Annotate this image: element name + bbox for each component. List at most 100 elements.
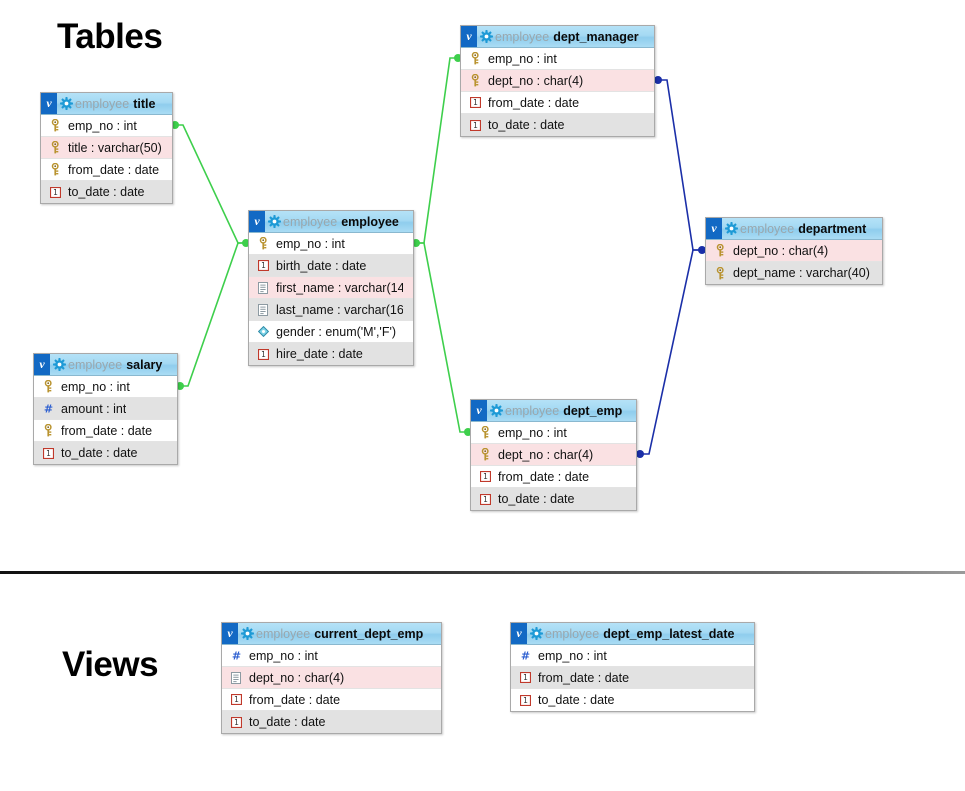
entity-table-name: dept_emp_latest_date (603, 626, 735, 641)
field-row[interactable]: last_name : varchar(16) (249, 299, 413, 321)
field-label: to_date : date (498, 492, 575, 506)
connector-dept_manager-department (655, 79, 705, 251)
svg-text:1: 1 (483, 495, 488, 504)
gear-icon (57, 93, 75, 114)
svg-text:1: 1 (483, 472, 488, 481)
field-label: to_date : date (538, 693, 615, 707)
field-row[interactable]: emp_no : int (34, 376, 177, 398)
view-badge-icon: v (34, 354, 50, 375)
field-row[interactable]: 1 to_date : date (471, 488, 636, 510)
key-icon (255, 236, 271, 252)
view-badge-icon: v (41, 93, 57, 114)
field-row[interactable]: gender : enum('M','F') (249, 321, 413, 343)
date-icon: 1 (255, 258, 271, 274)
connector-title-employee (173, 124, 248, 244)
field-label: dept_name : varchar(40) (733, 266, 870, 280)
field-label: birth_date : date (276, 258, 367, 273)
view-badge-icon: v (461, 26, 477, 47)
field-row[interactable]: dept_no : char(4) (706, 240, 882, 262)
field-row[interactable]: dept_name : varchar(40) (706, 262, 882, 284)
field-row[interactable]: 1 birth_date : date (249, 255, 413, 277)
field-row[interactable]: from_date : date (34, 420, 177, 442)
field-label: dept_no : char(4) (733, 243, 829, 258)
field-row[interactable]: # emp_no : int (222, 645, 441, 667)
entity-schema-name: employee (545, 626, 600, 641)
field-row[interactable]: dept_no : char(4) (471, 444, 636, 466)
field-label: dept_no : char(4) (498, 447, 594, 462)
field-row[interactable]: from_date : date (41, 159, 172, 181)
key-icon (477, 447, 493, 463)
gear-icon (722, 218, 740, 239)
field-label: to_date : date (249, 715, 326, 729)
text-icon (255, 302, 271, 318)
key-icon (467, 73, 483, 89)
field-row[interactable]: #emp_no : int (511, 645, 754, 667)
field-label: from_date : date (61, 423, 153, 438)
field-label: to_date : date (68, 185, 145, 199)
gear-icon (477, 26, 495, 47)
field-row[interactable]: dept_no : char(4) (461, 70, 654, 92)
field-label: emp_no : int (249, 648, 318, 663)
field-row[interactable]: first_name : varchar(14) (249, 277, 413, 299)
view-badge-icon: v (511, 623, 527, 644)
field-row[interactable]: emp_no : int (461, 48, 654, 70)
number-icon: # (228, 648, 244, 664)
field-label: first_name : varchar(14) (276, 280, 403, 295)
field-label: from_date : date (488, 95, 580, 110)
connector-employee-dept_emp (414, 242, 470, 433)
field-row[interactable]: title : varchar(50) (41, 137, 172, 159)
entity-schema-name: employee (256, 626, 311, 641)
date-icon: 1 (517, 670, 533, 686)
key-icon (47, 162, 63, 178)
field-row[interactable]: emp_no : int (41, 115, 172, 137)
entity-schema-name: employee (505, 403, 560, 418)
date-icon: 1 (467, 117, 483, 133)
view-badge-icon: v (222, 623, 238, 644)
key-icon (712, 265, 728, 281)
number-icon: # (40, 401, 56, 417)
field-row[interactable]: 1 from_date : date (471, 466, 636, 488)
svg-text:1: 1 (46, 449, 51, 458)
svg-text:#: # (520, 650, 529, 662)
field-label: hire_date : date (276, 347, 363, 361)
view-badge-icon: v (471, 400, 487, 421)
field-label: title : varchar(50) (68, 140, 162, 155)
key-icon (47, 140, 63, 156)
entity-table-name: current_dept_emp (314, 626, 424, 641)
field-label: emp_no : int (68, 118, 137, 133)
field-row[interactable]: dept_no : char(4) (222, 667, 441, 689)
entity-schema-name: employee (283, 214, 338, 229)
entity-table-name: dept_manager (553, 29, 639, 44)
field-label: from_date : date (498, 469, 590, 484)
field-row[interactable]: #amount : int (34, 398, 177, 420)
field-row[interactable]: emp_no : int (249, 233, 413, 255)
svg-text:#: # (43, 403, 52, 415)
field-row[interactable]: emp_no : int (471, 422, 636, 444)
number-icon: # (517, 648, 533, 664)
